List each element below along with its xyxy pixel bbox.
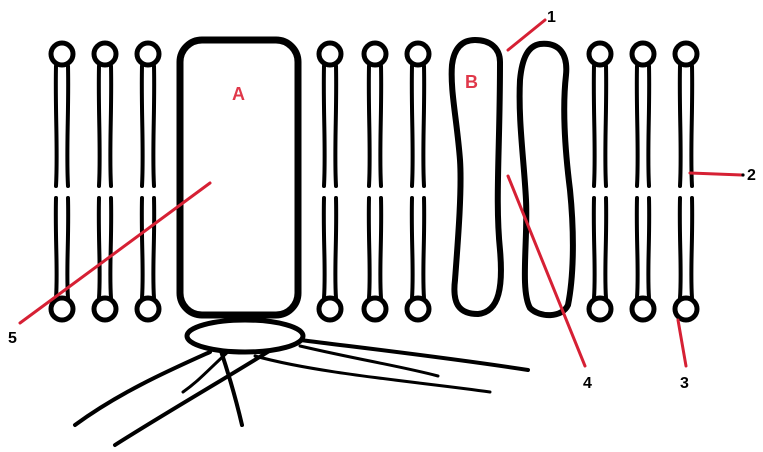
phospholipid [364, 43, 386, 320]
protein-b-label: B [465, 72, 478, 92]
callout-3: 3 [680, 375, 689, 392]
callout-5: 5 [8, 330, 17, 347]
leader-line-2 [690, 173, 742, 175]
phospholipid [589, 43, 611, 320]
carbohydrate-chain [75, 340, 528, 445]
callout-4: 4 [583, 375, 592, 392]
phospholipid [137, 43, 159, 320]
phospholipids-right [589, 43, 697, 320]
phospholipids-left [51, 43, 159, 320]
callout-2: 2 [747, 167, 756, 184]
phospholipid [51, 43, 73, 320]
callout-2-dot [741, 173, 744, 176]
phospholipid [319, 43, 341, 320]
carbohydrate-attachment [187, 320, 303, 352]
phospholipid [632, 43, 654, 320]
leader-line-3 [678, 320, 686, 366]
phospholipid [675, 43, 697, 320]
protein-a-label: A [232, 84, 245, 104]
phospholipid [407, 43, 429, 320]
protein-b-right-subunit [520, 44, 573, 315]
protein-a-body [180, 40, 298, 315]
phospholipid [94, 43, 116, 320]
phospholipids-middle [319, 43, 429, 320]
callout-1: 1 [547, 9, 556, 26]
